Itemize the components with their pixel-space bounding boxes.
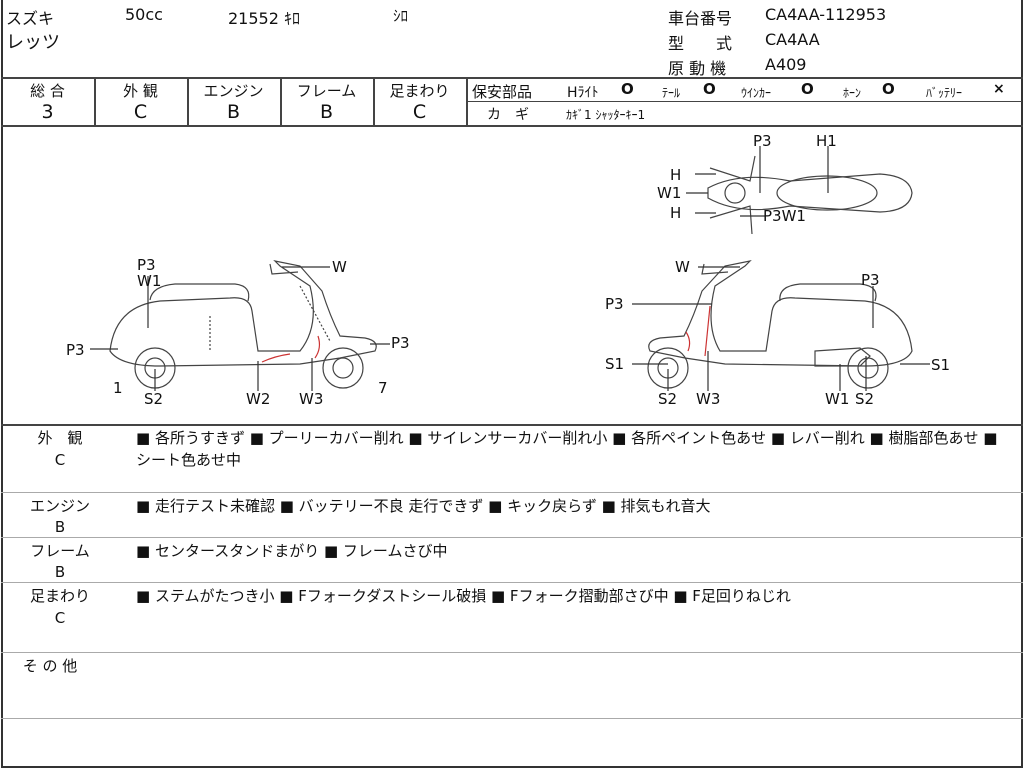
scooter-right-view — [632, 260, 930, 391]
grade-exterior-value: C — [133, 101, 148, 123]
diagram-right-label: P3 — [605, 295, 624, 313]
type-label: 型 式 — [668, 34, 733, 53]
safety-battery: ﾊﾞｯﾃﾘｰ — [926, 86, 963, 100]
engine: A409 — [765, 55, 807, 74]
note-suspension-category: 足まわり — [29, 587, 90, 605]
diagram-left-label: W — [332, 258, 347, 276]
diagram-top-label: P3W1 — [763, 207, 806, 225]
displacement: 50cc — [125, 5, 163, 24]
diagram-right-label: S2 — [658, 390, 678, 408]
diagram-right-label: W3 — [696, 390, 721, 408]
grade-engine-value: B — [226, 101, 241, 123]
diagram-left-label: 7 — [378, 379, 388, 397]
note-suspension-grade: C — [54, 609, 66, 627]
note-engine-category: エンジン — [29, 497, 90, 515]
diagram-right-label: S1 — [931, 356, 951, 374]
note-engine-text: ■ 走行テスト未確認 ■ バッテリー不良 走行できず ■ キック戻らず ■ 排気… — [136, 497, 711, 515]
key-value: ｶｷﾞ1 ｼｬｯﾀｰｷｰ1 — [566, 108, 646, 122]
key-label: カ ギ — [487, 107, 529, 123]
diagram-top-label: H1 — [816, 132, 837, 150]
safety-battery-mark: × — [993, 81, 1005, 97]
note-suspension-text: ■ ステムがたつき小 ■ Fフォークダストシール破損 ■ Fフォーク摺動部さび中… — [136, 587, 791, 605]
diagram-top-label: H — [670, 204, 682, 222]
diagram-top-label: P3 — [753, 132, 772, 150]
note-exterior-text: ■ 各所うすきず ■ プーリーカバー削れ ■ サイレンサーカバー削れ小 ■ 各所… — [136, 429, 998, 469]
engine-label: 原 動 機 — [668, 59, 727, 78]
grade-frame-value: B — [319, 101, 334, 123]
safety-headlight-mark: O — [621, 80, 634, 98]
grade-overall-label: 総 合 — [30, 82, 65, 100]
diagram-right-label: S1 — [605, 355, 625, 373]
safety-winker-mark: O — [801, 80, 814, 98]
diagram-left-label: W1 — [137, 272, 162, 290]
scooter-diagram — [90, 146, 930, 391]
note-frame-category: フレーム — [30, 542, 90, 560]
note-engine-grade: B — [54, 518, 66, 536]
note-frame-text: ■ センタースタンドまがり ■ フレームさび中 — [136, 542, 448, 560]
diagram-left-label: P3 — [391, 334, 410, 352]
scooter-left-view — [90, 260, 390, 391]
diagram-right-label: S2 — [855, 390, 875, 408]
diagram-left-label: W2 — [246, 390, 271, 408]
grade-suspension-value: C — [412, 101, 427, 123]
color: ｼﾛ — [393, 7, 409, 25]
diagram-top-label: H — [670, 166, 682, 184]
diagram-top-label: W1 — [657, 184, 682, 202]
scooter-top-view — [686, 146, 913, 235]
note-exterior-grade: C — [54, 451, 66, 469]
diagram-left-label: W3 — [299, 390, 324, 408]
safety-winker: ｳｲﾝｶｰ — [741, 86, 772, 100]
safety-headlight: Hﾗｲﾄ — [567, 85, 599, 101]
diagram-right-label: P3 — [861, 271, 880, 289]
diagram-right-label: W — [675, 258, 690, 276]
note-exterior-category: 外 観 — [37, 429, 83, 447]
diagram-left-label: P3 — [137, 256, 156, 274]
safety-tail: ﾃｰﾙ — [662, 86, 681, 100]
grade-suspension-label: 足まわり — [389, 82, 450, 100]
safety-label: 保安部品 — [472, 83, 533, 101]
safety-tail-mark: O — [703, 80, 716, 98]
type: CA4AA — [765, 30, 820, 49]
mileage: 21552 ｷﾛ — [228, 9, 300, 28]
grade-exterior-label: 外 観 — [123, 82, 158, 100]
maker: スズキ — [6, 9, 55, 28]
diagram-left-label: P3 — [66, 341, 85, 359]
grade-overall-value: 3 — [41, 101, 54, 123]
safety-horn-mark: O — [882, 80, 895, 98]
safety-horn: ﾎｰﾝ — [843, 86, 862, 100]
frame-no: CA4AA-112953 — [765, 5, 887, 24]
diagram-right-label: W1 — [825, 390, 850, 408]
grade-engine-label: エンジン — [203, 82, 264, 100]
note-other-category: そ の 他 — [22, 657, 78, 675]
note-frame-grade: B — [54, 563, 66, 581]
grade-frame-label: フレーム — [296, 82, 357, 100]
diagram-left-label: 1 — [113, 379, 123, 397]
model-name: レッツ — [6, 32, 60, 53]
frame-no-label: 車台番号 — [668, 9, 733, 28]
diagram-left-label: S2 — [144, 390, 164, 408]
